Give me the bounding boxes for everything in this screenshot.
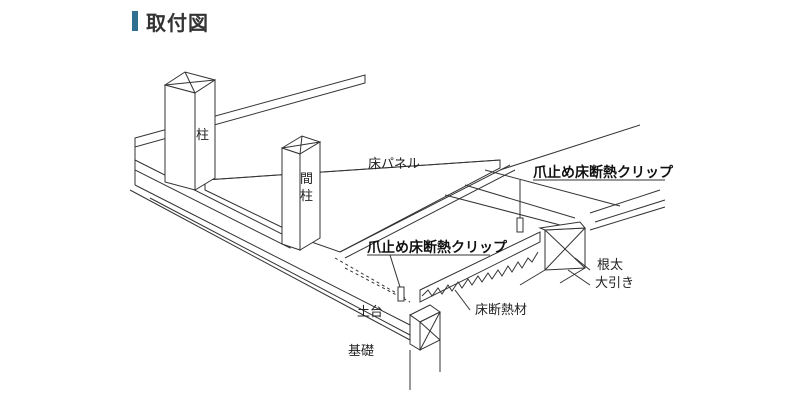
label-sill: 土台 [357,305,383,320]
clip-hardware-mid [397,286,405,302]
leader-lines [389,180,591,311]
floor-insulation [419,231,541,303]
page-header: 取付図 [132,8,209,35]
floor-panel [204,159,516,259]
header-accent-bar [132,11,138,31]
page-title: 取付図 [146,10,209,35]
label-stud-1: 間 [300,172,313,187]
label-clip-top: 爪止め床断熱クリップ [533,164,674,181]
back-joists [444,124,666,231]
label-joist: 根太 [597,258,623,273]
label-pillar: 柱 [196,128,209,143]
label-insulation: 床断熱材 [475,303,527,318]
label-floor-panel: 床パネル [368,157,420,172]
label-stud-2: 柱 [300,189,313,204]
label-foundation: 基礎 [348,344,374,359]
clip-hardware-top [516,217,524,233]
joist-beam-block [519,221,587,286]
stud [280,135,322,251]
sill-block [409,304,441,351]
label-beam: 大引き [595,276,634,291]
label-clip-mid: 爪止め床断熱クリップ [367,239,508,256]
foundation [409,340,441,390]
pillar [163,71,217,191]
